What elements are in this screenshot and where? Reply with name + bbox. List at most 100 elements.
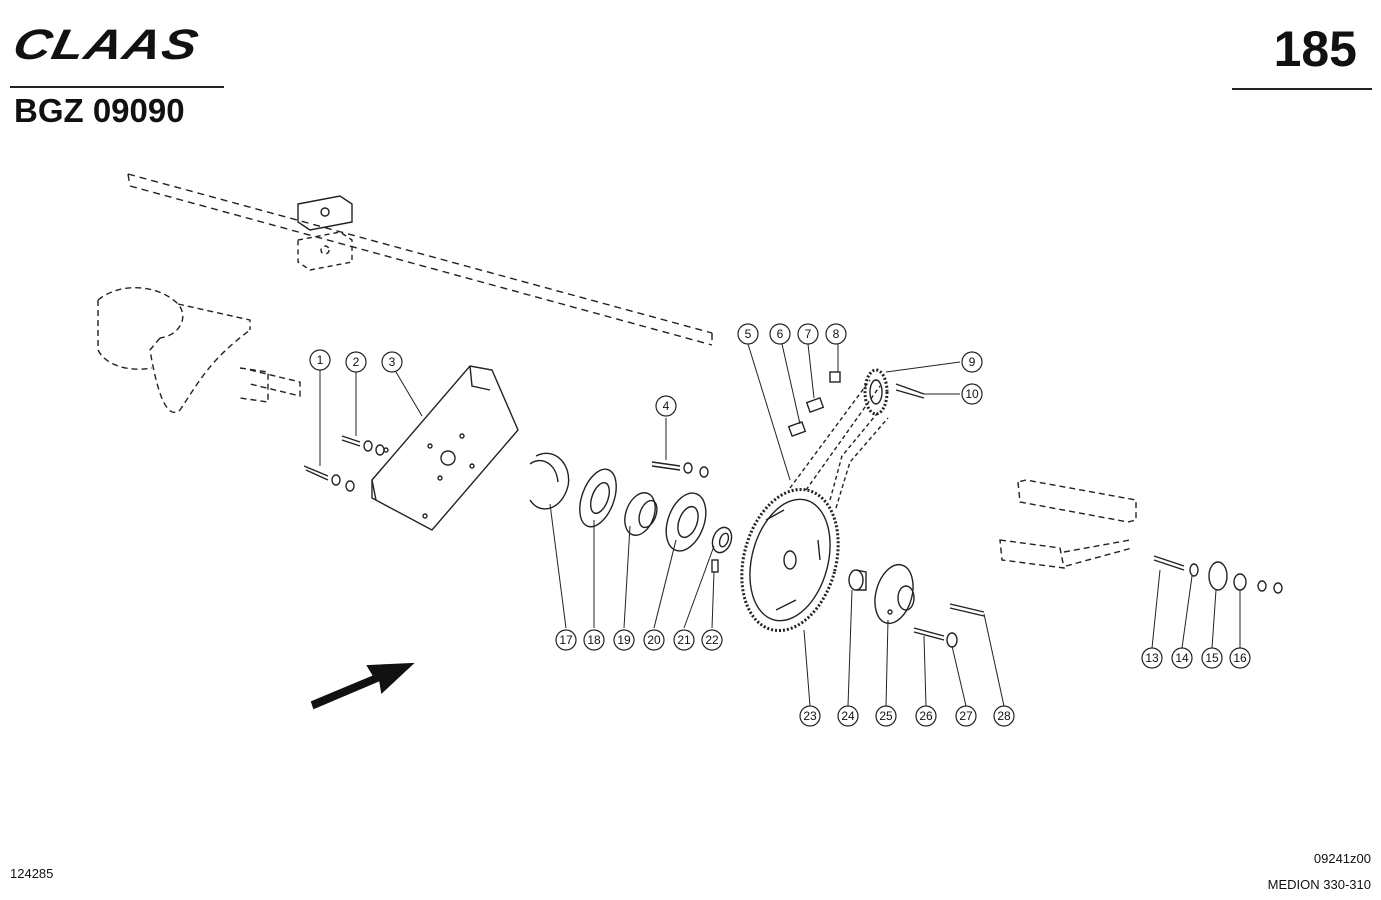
callout-label: 9 <box>969 355 976 369</box>
document-code: BGZ 09090 <box>14 92 185 129</box>
washer-18 <box>579 468 617 528</box>
callout-label: 15 <box>1205 651 1219 665</box>
upper-shaft <box>127 173 713 346</box>
callout-part-24: 24 <box>837 705 859 727</box>
callout-part-20: 20 <box>643 629 665 651</box>
callout-label: 4 <box>663 399 670 413</box>
callout-label: 23 <box>803 709 817 723</box>
callout-part-21: 21 <box>673 629 695 651</box>
callout-part-27: 27 <box>955 705 977 727</box>
callout-circle <box>701 629 723 651</box>
callout-label: 10 <box>965 387 979 401</box>
callout-label: 16 <box>1233 651 1247 665</box>
model-name: MEDION 330-310 <box>1267 877 1371 892</box>
callout-circle <box>955 705 977 727</box>
callout-part-2: 2 <box>345 351 367 373</box>
callout-circle <box>875 705 897 727</box>
callout-label: 19 <box>617 633 631 647</box>
nut-27 <box>946 632 958 648</box>
bolt-26 <box>913 627 945 641</box>
spacer-15 <box>1208 561 1228 591</box>
footer-left-code: 124285 <box>10 866 54 881</box>
callout-part-10: 10 <box>961 383 983 405</box>
bolt-28 <box>949 603 985 617</box>
direction-arrow-icon <box>310 662 415 710</box>
large-sprocket-23 <box>740 487 840 633</box>
callout-label: 22 <box>705 633 719 647</box>
callout-circle <box>673 629 695 651</box>
callout-label: 24 <box>841 709 855 723</box>
pin-10 <box>895 383 925 399</box>
callout-circle <box>655 395 677 417</box>
callout-circle <box>309 349 331 371</box>
callout-label: 8 <box>833 327 840 341</box>
callout-circle <box>797 323 819 345</box>
callout-label: 20 <box>647 633 661 647</box>
page-number: 185 <box>1273 21 1357 77</box>
hub-25 <box>874 563 915 625</box>
auger-phantom <box>97 287 301 413</box>
callout-part-17: 17 <box>555 629 577 651</box>
ring-20 <box>665 492 707 552</box>
callout-part-9: 9 <box>961 351 983 373</box>
chain-link-6-7 <box>787 371 841 437</box>
bearing-19 <box>624 492 658 536</box>
callout-part-4: 4 <box>655 395 677 417</box>
callout-part-22: 22 <box>701 629 723 651</box>
washer-14 <box>1189 563 1199 577</box>
header-rule-left <box>10 86 224 88</box>
callout-part-26: 26 <box>915 705 937 727</box>
collar-21 <box>711 526 733 554</box>
bolt-4 <box>651 461 709 478</box>
callout-label: 26 <box>919 709 933 723</box>
callout-circle <box>1201 647 1223 669</box>
small-sprocket-9 <box>863 368 889 416</box>
callout-label: 13 <box>1145 651 1159 665</box>
callout-circle <box>555 629 577 651</box>
callout-circle <box>799 705 821 727</box>
bearing-flange-17 <box>529 452 570 510</box>
callout-circle <box>737 323 759 345</box>
callout-circle <box>837 705 859 727</box>
callout-part-1: 1 <box>309 349 331 371</box>
callout-label: 7 <box>805 327 812 341</box>
callout-label: 3 <box>389 355 396 369</box>
callout-circle <box>961 351 983 373</box>
callout-circle <box>915 705 937 727</box>
callout-circle <box>769 323 791 345</box>
callout-part-25: 25 <box>875 705 897 727</box>
setscrew-22 <box>711 559 719 573</box>
callout-circle <box>643 629 665 651</box>
callout-label: 27 <box>959 709 973 723</box>
callout-circle <box>583 629 605 651</box>
callout-part-15: 15 <box>1201 647 1223 669</box>
shaft-clamp-upper <box>297 195 353 231</box>
callout-circle <box>345 351 367 373</box>
callout-label: 17 <box>559 633 573 647</box>
callout-label: 6 <box>777 327 784 341</box>
callout-circle <box>993 705 1015 727</box>
callout-label: 28 <box>997 709 1011 723</box>
callout-part-8: 8 <box>825 323 847 345</box>
callout-part-7: 7 <box>797 323 819 345</box>
callout-circle <box>381 351 403 373</box>
callout-label: 1 <box>317 353 324 367</box>
header-rule-right <box>1232 88 1372 90</box>
callout-part-18: 18 <box>583 629 605 651</box>
callout-part-23: 23 <box>799 705 821 727</box>
callout-part-16: 16 <box>1229 647 1251 669</box>
bushing-24 <box>848 569 867 591</box>
leader-lines <box>319 343 1241 707</box>
callout-circle <box>1171 647 1193 669</box>
callout-label: 14 <box>1175 651 1189 665</box>
callout-circle <box>961 383 983 405</box>
callout-circle <box>1141 647 1163 669</box>
callout-label: 25 <box>879 709 893 723</box>
shaft-clamp-lower <box>297 231 353 271</box>
callout-circle <box>613 629 635 651</box>
bolt-1 <box>303 465 355 492</box>
callout-part-28: 28 <box>993 705 1015 727</box>
callout-part-14: 14 <box>1171 647 1193 669</box>
